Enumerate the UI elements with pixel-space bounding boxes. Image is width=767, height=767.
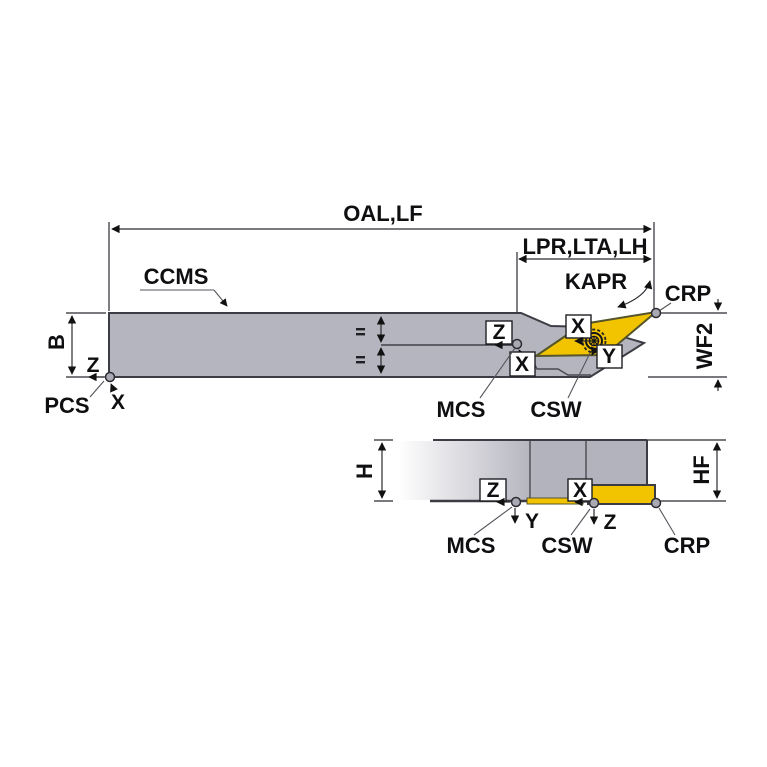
pcs-x-axis-arrow [110, 383, 118, 393]
csw-y-box [596, 344, 623, 369]
label-ccms: CCMS [144, 264, 209, 289]
dim-label-lpr: LPR,LTA,LH [522, 234, 647, 259]
label-kapr: KAPR [565, 269, 627, 294]
mcs-point-top [510, 496, 522, 508]
mcs-z-label: Z [493, 321, 506, 344]
csw-z-label-top: Z [604, 511, 617, 534]
label-csw-side: CSW [530, 397, 582, 422]
kapr-angle-arc [617, 280, 653, 309]
label-pcs: PCS [44, 393, 89, 418]
pcs-z-label: Z [87, 354, 100, 377]
label-mcs-side: MCS [437, 397, 486, 422]
dim-label-b: B [44, 334, 69, 350]
pcs-leader [89, 380, 105, 398]
label-crp-top: CRP [664, 533, 710, 558]
pcs-point [104, 371, 116, 383]
mcs-y-label-top: Y [525, 510, 539, 533]
mcs-x-box [509, 351, 536, 377]
csw-x-label: X [571, 315, 585, 338]
crp-point-side [650, 307, 662, 319]
crp-leader-top [658, 507, 676, 536]
mcs-z-label-top: Z [487, 479, 500, 502]
ccms-leader [213, 289, 228, 307]
csw-leader-top [570, 508, 591, 536]
pcs-x-label: X [111, 391, 125, 414]
label-crp-side: CRP [665, 281, 711, 306]
mcs-leader-top [473, 506, 513, 536]
crp-point-top [650, 497, 662, 509]
mcs-z-box-top [479, 478, 507, 502]
label-csw-top: CSW [541, 533, 593, 558]
mcs-point-side [511, 338, 523, 350]
dim-label-oal: OAL,LF [343, 201, 422, 226]
dim-label-h: H [352, 463, 377, 479]
side-view: OAL,LF LPR,LTA,LH WF2 CCMS [44, 201, 727, 422]
dim-label-hf: HF [689, 455, 714, 484]
dim-label-wf2: WF2 [692, 323, 717, 369]
csw-y-label: Y [602, 345, 616, 368]
equal-marks [356, 328, 365, 364]
label-mcs-top: MCS [447, 533, 496, 558]
csw-x-label-top: X [573, 479, 587, 502]
csw-y-axis-arrow [591, 346, 599, 356]
mcs-x-label: X [515, 353, 529, 376]
csw-point-top [588, 497, 600, 509]
top-view: H HF Z Y X Z MCS CSW CRP [352, 439, 726, 558]
csw-leader-side [567, 352, 591, 399]
crp-leader-side [658, 302, 672, 312]
mcs-leader-side [479, 347, 516, 399]
